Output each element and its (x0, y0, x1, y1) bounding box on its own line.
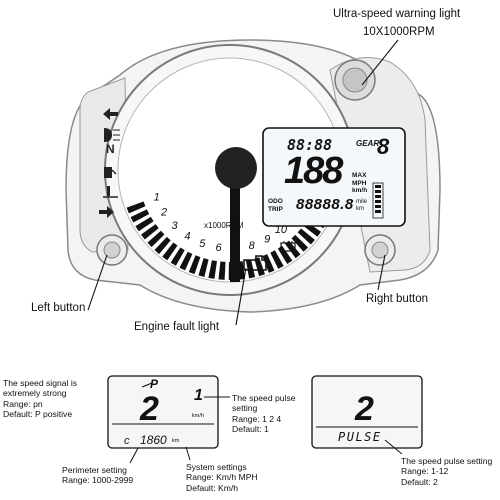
rpm-number: 5 (199, 238, 206, 250)
lcd-trip-label: TRIP (268, 206, 283, 213)
lcd-bar-graph (372, 182, 384, 219)
lcd-unit-mph: MPH (352, 179, 367, 187)
lcd-bar-segments (375, 185, 381, 213)
rpm-tick-segment (198, 258, 209, 277)
pulse-setting-line: Range: 1-12 (401, 466, 449, 477)
panel1-signal-label: P (150, 377, 159, 391)
speed-pulse-line: Default: 1 (232, 423, 269, 434)
speed-signal-line: The speed signal is (3, 378, 78, 388)
perimeter-line: Perimeter setting (62, 465, 127, 475)
tachometer-needle (230, 150, 240, 282)
speed-pulse-line: The speed pulse (232, 393, 296, 403)
rpm-number: 6 (215, 242, 222, 254)
speed-pulse-line: Range: 1 2 4 (232, 413, 282, 424)
speed-signal-line: extremely strong (3, 388, 67, 399)
ultra-speed-sub: 10X1000RPM (363, 26, 435, 38)
lcd-clock: 88:88 (287, 136, 333, 154)
right-button-label: Right button (366, 293, 429, 305)
oil-temp-icon (103, 186, 118, 198)
rpm-tick-segment (162, 242, 178, 261)
lcd-odo-unit-mile: mile (356, 199, 368, 205)
lcd-gear-digit: 8 (377, 134, 390, 159)
neutral-icon: N (106, 142, 115, 156)
panel1-pulse-digit: 1 (194, 387, 203, 404)
speed-pulse-line: setting (232, 403, 258, 414)
rpm-tick-segment (147, 230, 165, 248)
rpm-tick-segment (208, 260, 217, 279)
system-settings-line: Range: Km/h MPH (186, 472, 258, 483)
panel2-pulse-word: PULSE (338, 430, 382, 444)
panel1-big-unit: km/h (192, 413, 204, 419)
speed-signal-line: Range: pn (3, 398, 43, 409)
rpm-number: 2 (160, 207, 167, 219)
rpm-tick-segment (218, 261, 226, 280)
left-button-label: Left button (31, 302, 86, 314)
right-turn-icon (99, 206, 114, 218)
rpm-number: 4 (184, 230, 190, 242)
lcd-unit-max: MAX (352, 172, 367, 179)
rpm-tick-segment (141, 224, 159, 240)
lcd-unit-kmh: km/h (352, 187, 368, 194)
rpm-number: 10 (275, 224, 288, 236)
settings-lcd-panel-2 (311, 375, 423, 449)
system-settings-line: System settings (186, 462, 247, 472)
panel1-big-digit: 2 (140, 390, 159, 428)
rpm-tick-segment (154, 236, 171, 255)
system-settings-line: Default: Km/h (186, 482, 239, 493)
rpm-tick-segment (130, 209, 150, 223)
lcd-speed-digits: 188 (284, 150, 343, 192)
settings-lcd-panel-1 (107, 375, 219, 449)
main-lcd-screen (262, 127, 406, 227)
panel2-big-digit: 2 (355, 390, 374, 428)
rpm-tick-segment (291, 234, 309, 252)
high-beam-icon (104, 128, 120, 142)
lcd-odo-label: ODO (268, 198, 283, 205)
rpm-number: 9 (264, 234, 270, 246)
ultra-speed-title: Ultra-speed warning light (333, 8, 461, 20)
fuel-icon (104, 167, 117, 178)
rpm-tick-segment (188, 255, 201, 275)
lcd-odo-unit-km: km (356, 206, 364, 212)
rpm-number: 8 (249, 240, 256, 252)
rpm-tick-segment (126, 201, 146, 214)
pulse-setting-line: The speed pulse setting (401, 456, 493, 466)
battery-icon (280, 241, 296, 252)
rpm-tick-segment (135, 216, 154, 232)
engine-fault-icon (243, 255, 267, 271)
needle-hub (215, 147, 257, 189)
engine-fault-label: Engine fault light (134, 321, 220, 333)
rpm-number: 3 (171, 220, 178, 232)
rpm-tick-segment (179, 251, 193, 271)
lcd-odometer: 88888.8 (296, 196, 354, 213)
panel1-bottom-value: 1860 (140, 433, 167, 447)
left-turn-icon (103, 108, 118, 120)
rpm-tick-segment (262, 254, 275, 273)
lcd-gear-label: GEAR (356, 139, 380, 148)
rpm-tick-segment (297, 228, 315, 245)
rpm-unit-label: x1000RPM (204, 221, 244, 230)
rpm-tick-segment (284, 240, 301, 259)
rpm-tick-segment (170, 247, 185, 266)
rpm-tick-segment (270, 250, 284, 269)
rpm-tick-segment (254, 257, 265, 277)
perimeter-line: Range: 1000-2999 (62, 475, 134, 486)
speed-signal-line: Default: P positive (3, 408, 73, 419)
rpm-tick-segment (245, 259, 256, 279)
pulse-setting-line: Default: 2 (401, 476, 438, 487)
rpm-number: 1 (154, 192, 160, 204)
panel1-bottom-c: c (124, 435, 130, 447)
panel1-bottom-unit: km (172, 438, 180, 444)
